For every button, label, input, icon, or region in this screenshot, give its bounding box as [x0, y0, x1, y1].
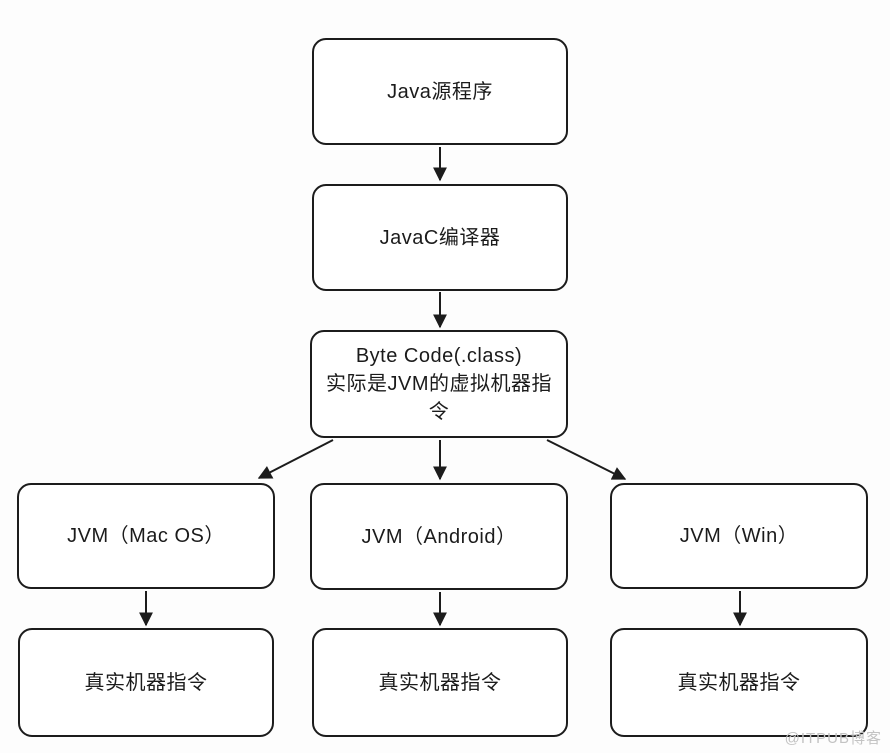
node-bytecode: Byte Code(.class) 实际是JVM的虚拟机器指令	[310, 330, 568, 438]
node-jvm-win: JVM（Win）	[610, 483, 868, 589]
node-java-source: Java源程序	[312, 38, 568, 145]
node-machine-instructions-mac: 真实机器指令	[18, 628, 274, 737]
itpub-watermark: @ITPUB博客	[784, 730, 882, 747]
node-bytecode-label: Byte Code(.class) 实际是JVM的虚拟机器指令	[322, 342, 556, 426]
arrow-bytecode-to-jvm-macos	[257, 439, 334, 479]
bytecode-line2: 实际是JVM的虚拟机器指令	[326, 373, 552, 423]
node-jvm-macos: JVM（Mac OS）	[17, 483, 275, 589]
node-machine-instructions-android: 真实机器指令	[312, 628, 568, 737]
bytecode-line1: Byte Code(.class)	[355, 345, 523, 367]
node-jvm-android: JVM（Android）	[310, 483, 568, 590]
node-machine-instructions-win: 真实机器指令	[610, 628, 868, 737]
arrow-bytecode-to-jvm-win	[546, 439, 627, 480]
node-javac-compiler: JavaC编译器	[312, 184, 568, 291]
